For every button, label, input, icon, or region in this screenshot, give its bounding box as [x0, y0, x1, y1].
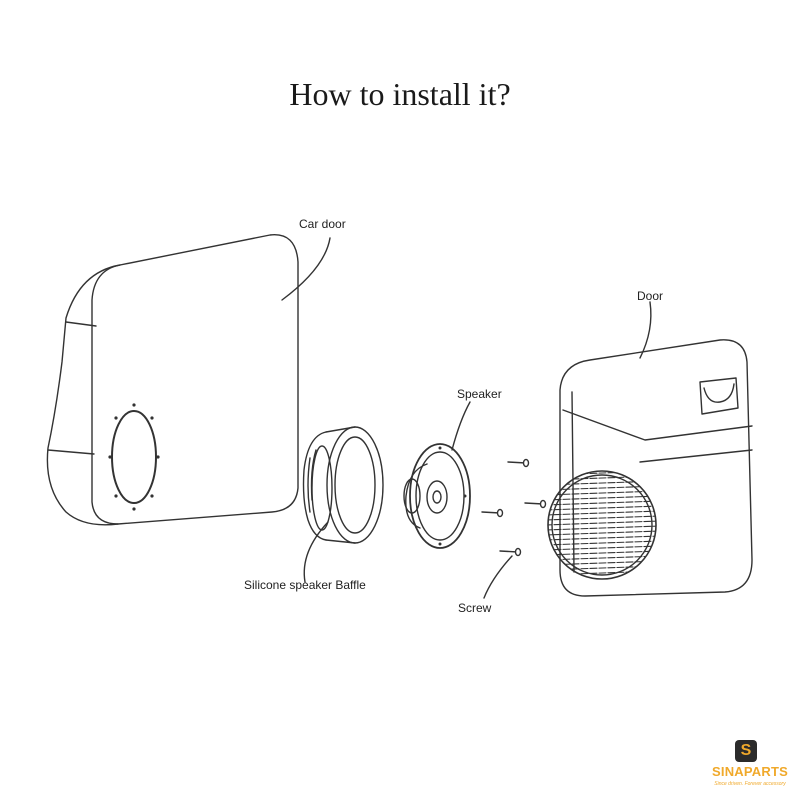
- speaker-grille: [547, 470, 657, 580]
- grille-slat: [548, 480, 656, 486]
- grille-slat: [548, 495, 656, 501]
- grille-slat: [548, 510, 656, 516]
- speaker-label: Speaker: [457, 387, 502, 401]
- speaker: [403, 443, 471, 549]
- grille-slat: [548, 555, 656, 561]
- speaker-leader-line: [451, 401, 471, 451]
- baffle-leader-line: [303, 521, 329, 583]
- grille-slat: [548, 540, 656, 546]
- car-door-label: Car door: [299, 217, 346, 231]
- baffle-label: Silicone speaker Baffle: [244, 578, 366, 592]
- car-door-panel: [46, 234, 299, 526]
- grille-slat: [548, 500, 656, 506]
- grille-slat: [548, 535, 656, 541]
- grille-slat: [548, 545, 656, 551]
- grille-slat: [548, 525, 656, 531]
- logo-badge-icon: S: [735, 740, 757, 762]
- grille-slat: [548, 520, 656, 526]
- grille-slat: [548, 530, 656, 536]
- grille-slat: [548, 490, 656, 496]
- car-door-leader-line: [281, 237, 331, 301]
- grille-slat: [548, 550, 656, 556]
- grille-slat: [548, 515, 656, 521]
- screw-label: Screw: [458, 601, 492, 615]
- grille-slat: [548, 565, 656, 571]
- door-trim-panel: [559, 339, 753, 597]
- silicone-baffle: [302, 426, 384, 544]
- logo-brand-name: SINAPARTS: [712, 764, 788, 779]
- brand-logo: S SINAPARTS Since driven. Forever access…: [704, 740, 796, 798]
- door-leader-line: [639, 301, 652, 359]
- screw-leader-line: [483, 555, 513, 599]
- logo-slogan: Since driven. Forever accessory: [714, 781, 786, 787]
- screws: [481, 458, 547, 557]
- door-label: Door: [637, 289, 664, 303]
- grille-slat: [548, 475, 656, 481]
- page-title: How to install it?: [289, 76, 511, 112]
- grille-slat: [548, 505, 656, 511]
